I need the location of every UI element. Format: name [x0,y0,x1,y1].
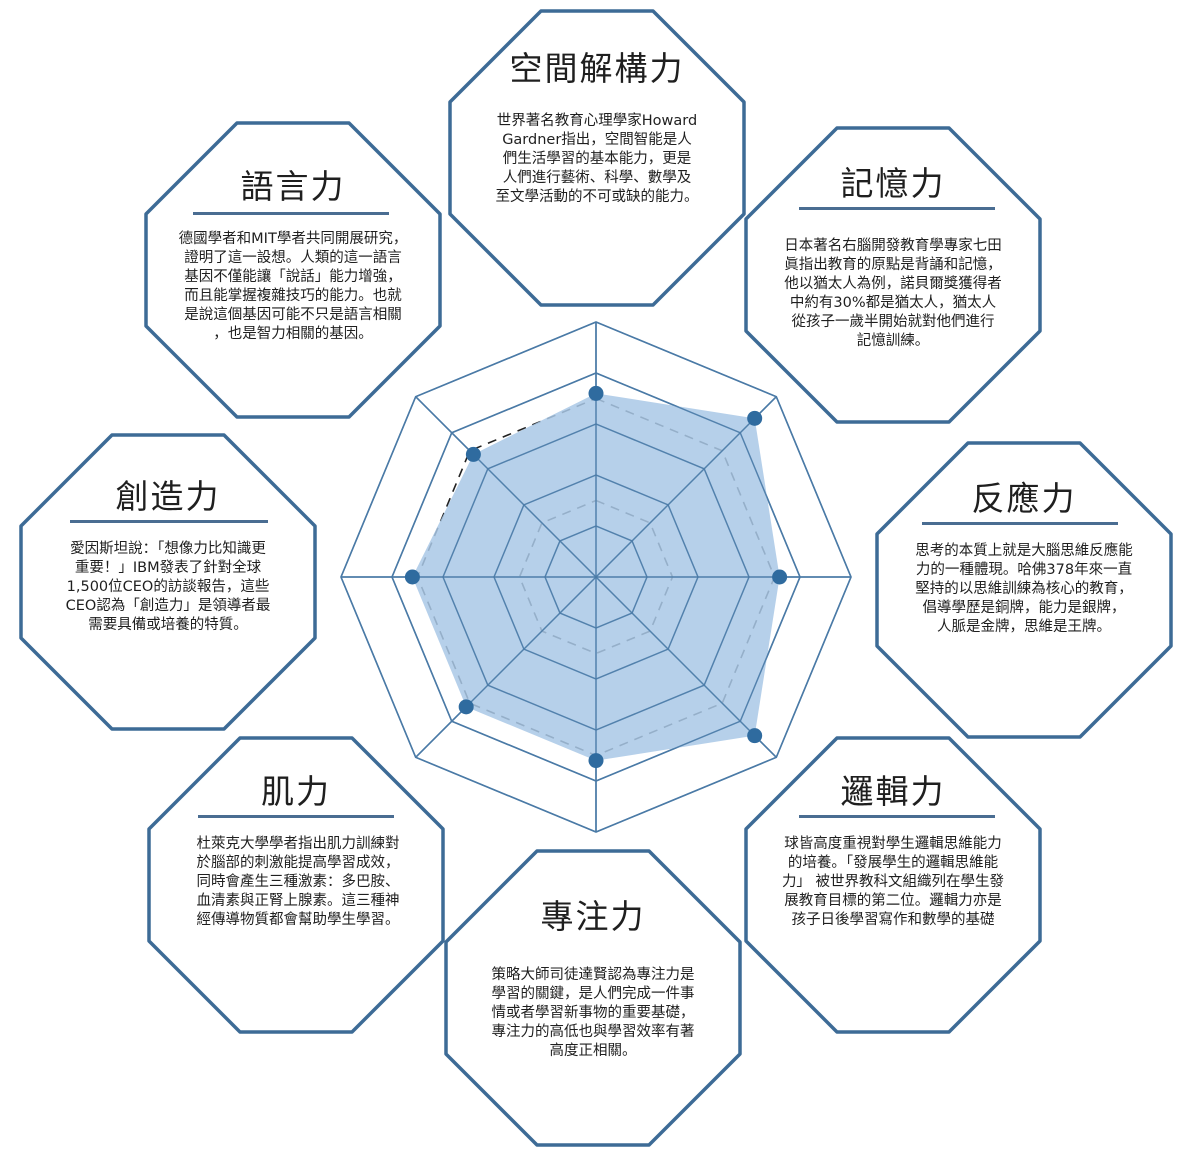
radar-point-7 [404,569,420,585]
card-logic-title: 邏輯力 [840,772,946,811]
card-spatial-body: 世界著名教育心理學家Howard Gardner指出，空間智能是人 們生活學習的… [495,113,699,205]
radar-area [340,321,852,833]
octagon-frame [147,736,445,1034]
card-focus-body: 策略大師司徒達賢認為專注力是 學習的關鍵，是人們完成一件事 情或者學習新事物的重… [491,967,695,1059]
card-reaction: 反應力 思考的本質上就是大腦思維反應能 力的一種體現。哈佛378年來一直 堅持的… [874,440,1174,740]
card-memory: 記憶力 日本著名右腦開發教育學專家七田 眞指出教育的原點是背誦和記憶， 他以猶太… [743,125,1043,425]
card-logic-body: 球皆高度重視對學生邏輯思維能力 的培養。「發展學生的邏輯思維能 力」 被世界教科… [781,836,1005,928]
card-logic-rule [799,815,995,818]
radar-point-2 [747,410,763,426]
card-reaction-body: 思考的本質上就是大腦思維反應能 力的一種體現。哈佛378年來一直 堅持的以思維訓… [915,543,1133,635]
card-language-title: 語言力 [240,167,346,206]
card-spatial: 空間解構力 世界著名教育心理學家Howard Gardner指出，空間智能是人 … [447,8,747,308]
card-memory-body: 日本著名右腦開發教育學專家七田 眞指出教育的原點是背誦和記憶， 他以猶太人為例，… [784,238,1002,349]
radar-spoke-overlay [595,396,777,578]
octagon-frame [144,121,442,419]
radar-point-5 [588,753,604,769]
radar-points [404,385,788,769]
card-memory-title: 記憶力 [840,164,946,203]
card-muscle-rule [198,815,394,818]
octagon-frame [875,441,1173,739]
card-creativity-body: 愛因斯坦說：「想像力比知識更 重要！」IBM發表了針對全球 1,500位CEO的… [65,541,271,633]
card-creativity: 創造力 愛因斯坦說：「想像力比知識更 重要！」IBM發表了針對全球 1,500位… [18,432,318,732]
card-language-body: 德國學者和MIT學者共同開展研究， 證明了這一設想。人類的這一語言 基因不僅能讓… [178,231,408,342]
octagon-frame [448,9,746,307]
radar-spoke-overlay [595,576,777,758]
radar-point-6 [458,699,474,715]
radar-point-1 [588,385,604,401]
card-creativity-rule [70,520,268,523]
octagon-frame [744,736,1042,1034]
card-muscle: 肌力 杜萊克大學學者指出肌力訓練對 於腦部的刺激能提高學習成效， 同時會產生三種… [146,735,446,1035]
card-focus-title: 專注力 [540,897,646,936]
card-reaction-rule [922,522,1118,525]
card-memory-rule [799,207,995,210]
card-language: 語言力 德國學者和MIT學者共同開展研究， 證明了這一設想。人類的這一語言 基因… [143,120,443,420]
card-spatial-title: 空間解構力 [509,49,685,88]
card-logic: 邏輯力 球皆高度重視對學生邏輯思維能力 的培養。「發展學生的邏輯思維能 力」 被… [743,735,1043,1035]
card-muscle-body: 杜萊克大學學者指出肌力訓練對 於腦部的刺激能提高學習成效， 同時會產生三種激素：… [196,836,400,928]
octagon-frame [19,433,317,731]
radar-spoke-overlay [415,576,597,758]
radar-point-4 [747,728,763,744]
card-creativity-title: 創造力 [115,477,221,516]
card-reaction-title: 反應力 [971,479,1077,518]
octagon-frame [744,126,1042,424]
radar-spoke-overlay [415,396,597,578]
radar-point-8 [465,446,481,462]
card-focus: 專注力 策略大師司徒達賢認為專注力是 學習的關鍵，是人們完成一件事 情或者學習新… [443,848,743,1148]
octagon-frame [444,849,742,1147]
card-language-rule [193,212,389,215]
card-muscle-title: 肌力 [261,772,331,811]
radar-point-3 [772,569,788,585]
